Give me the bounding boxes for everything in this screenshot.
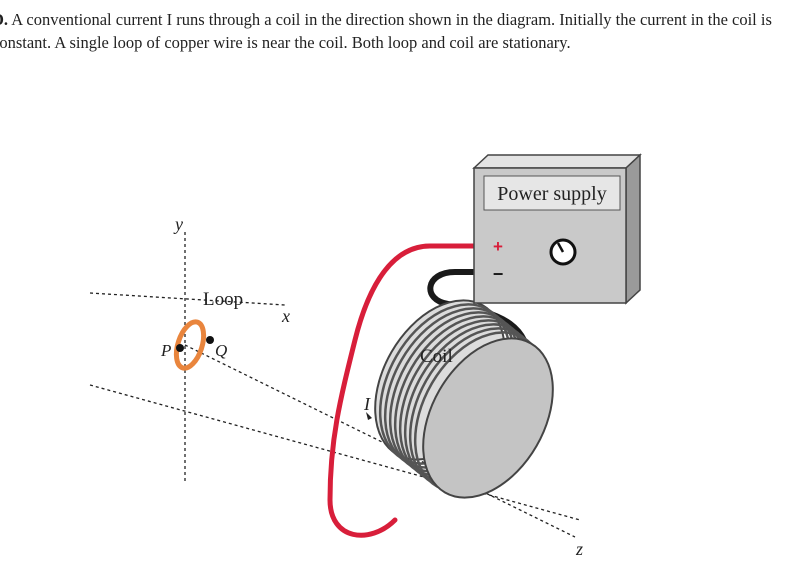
point-p-dot xyxy=(176,344,184,352)
axis-z-label: z xyxy=(575,539,583,559)
x-axis xyxy=(89,292,286,306)
power-supply-side xyxy=(625,153,641,305)
power-supply: Power supply + − xyxy=(472,153,642,305)
part-label: D. xyxy=(0,10,9,29)
copper-loop xyxy=(173,319,207,371)
coil xyxy=(374,299,554,499)
plus-terminal: + xyxy=(493,237,503,256)
current-arrow xyxy=(366,412,372,420)
loop-label: Loop xyxy=(203,289,243,310)
question-text: D. A conventional current I runs through… xyxy=(0,8,792,54)
current-label: I xyxy=(363,394,371,414)
point-p-label: P xyxy=(160,341,171,360)
power-supply-label-box xyxy=(483,175,621,211)
red-wire xyxy=(327,243,477,538)
minus-terminal: − xyxy=(493,264,504,284)
coil-label: Coil xyxy=(420,346,453,367)
point-q-dot xyxy=(206,336,214,344)
dial-indicator xyxy=(556,242,565,253)
power-supply-label: Power supply xyxy=(497,183,606,205)
axis-x-label: x xyxy=(281,306,290,326)
axis-y-label: y xyxy=(173,214,183,234)
question-body: A conventional current I runs through a … xyxy=(0,10,772,52)
axes xyxy=(89,232,581,538)
point-q-label: Q xyxy=(215,341,227,360)
z-axis xyxy=(89,384,581,521)
coil-face xyxy=(422,337,554,499)
power-supply-top xyxy=(472,154,642,169)
z-axis-back xyxy=(184,344,576,538)
